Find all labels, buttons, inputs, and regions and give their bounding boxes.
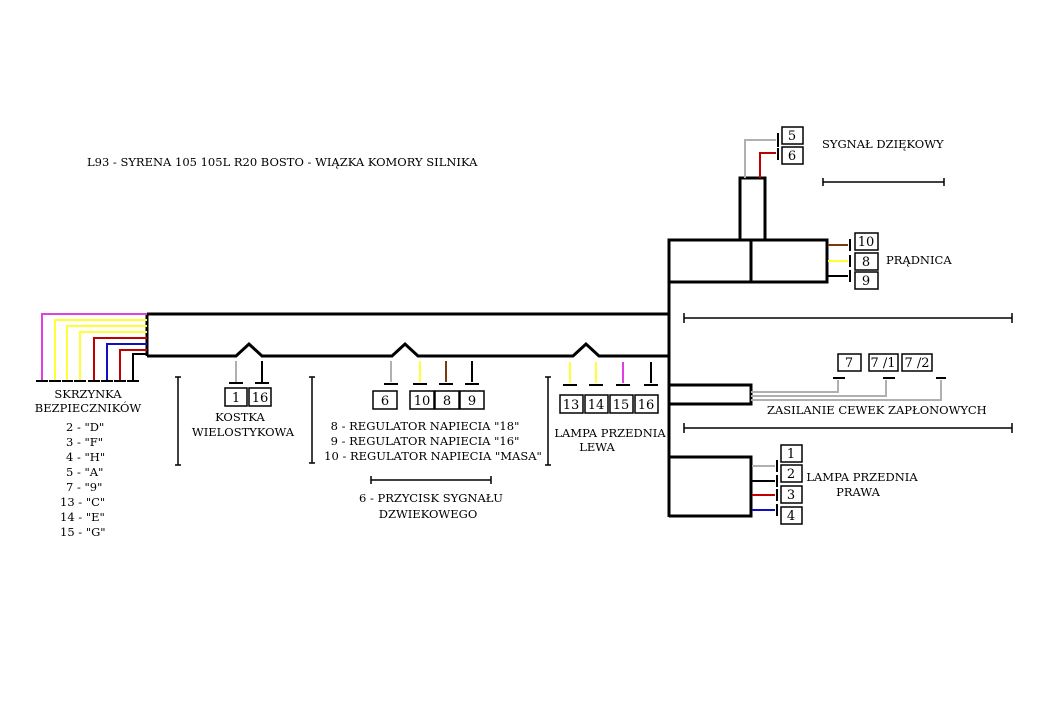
wire-yellow xyxy=(66,325,147,380)
lamp-left-label-1: LAMPA PRZEDNIA xyxy=(554,426,666,440)
legend-item: 14 - "E" xyxy=(60,510,105,524)
fusebox-legend: 2 - "D" 3 - "F" 4 - "H" 5 - "A" 7 - "9" … xyxy=(60,420,106,539)
pin-label: 4 xyxy=(787,509,795,524)
lamp-right-wires xyxy=(752,460,778,516)
legend-item: 7 - "9" xyxy=(66,480,102,494)
pin-label: 15 xyxy=(613,398,630,413)
lamp-left-connector: 13 14 15 16 xyxy=(559,394,659,414)
pin-label: 14 xyxy=(588,398,605,413)
pin-label: 8 xyxy=(862,255,870,270)
pin-label: 7 /1 xyxy=(870,356,895,371)
wire-yellow xyxy=(54,319,147,380)
regulator-connector: 6 10 8 9 xyxy=(372,390,485,410)
legend-item: 3 - "F" xyxy=(66,435,103,449)
wire-magenta xyxy=(41,313,147,380)
pin-label: 9 xyxy=(468,394,476,409)
pin-label: 2 xyxy=(787,467,795,482)
section-dividers xyxy=(175,178,1013,484)
signal-wires xyxy=(744,133,779,178)
legend-item: 2 - "D" xyxy=(66,420,104,434)
pin-label: 8 xyxy=(443,394,451,409)
kostka-wires xyxy=(229,361,269,384)
wire-blue xyxy=(106,343,147,380)
lamp-right-connector: 1 2 3 4 xyxy=(780,444,803,525)
kostka-label-1: KOSTKA xyxy=(215,410,265,424)
lamp-left-label-2: LEWA xyxy=(579,440,615,454)
pin-label: 7 xyxy=(845,356,853,371)
legend-item: 15 - "G" xyxy=(60,525,106,539)
pin-label: 1 xyxy=(787,447,795,462)
legend-item: 13 - "C" xyxy=(60,495,105,509)
signal-label: SYGNAŁ DZIĘKOWY xyxy=(822,137,944,151)
wire-black xyxy=(132,353,147,380)
pin-label: 3 xyxy=(787,488,795,503)
horn-button-label-1: 6 - PRZYCISK SYGNAŁU xyxy=(359,491,503,505)
legend-item: 5 - "A" xyxy=(66,465,103,479)
fusebox-wires xyxy=(41,313,147,380)
kostka-connector: 1 16 xyxy=(224,387,272,407)
ignition-wires xyxy=(751,377,946,401)
regulator-note: 8 - REGULATOR NAPIECIA "18" xyxy=(331,419,520,433)
lamp-right-label-1: LAMPA PRZEDNIA xyxy=(806,470,918,484)
pradnica-connector: 10 8 9 xyxy=(854,232,879,290)
regulator-note: 10 - REGULATOR NAPIECIA "MASA" xyxy=(324,449,542,463)
wire-red xyxy=(93,337,147,380)
ignition-label: ZASILANIE CEWEK ZAPŁONOWYCH xyxy=(767,403,987,417)
pin-label: 6 xyxy=(381,394,389,409)
ignition-connector: 7 7 /1 7 /2 xyxy=(837,353,933,372)
pin-label: 10 xyxy=(414,394,431,409)
pin-label: 6 xyxy=(788,149,796,164)
diagram-title: L93 - SYRENA 105 105L R20 BOSTO - WIĄZKA… xyxy=(87,155,478,169)
horn-button-label-2: DZWIEKOWEGO xyxy=(379,507,478,521)
lamp-right-label-2: PRAWA xyxy=(836,485,880,499)
pin-label: 7 /2 xyxy=(904,356,929,371)
pin-label: 5 xyxy=(788,129,796,144)
kostka-label-2: WIELOSTYKOWA xyxy=(192,425,295,439)
fusebox-label-1: SKRZYNKA xyxy=(54,387,122,401)
pin-label: 10 xyxy=(858,235,875,250)
regulator-note: 9 - REGULATOR NAPIECIA "16" xyxy=(331,434,520,448)
wire-red xyxy=(119,349,147,380)
pin-label: 1 xyxy=(232,391,240,406)
legend-item: 4 - "H" xyxy=(66,450,105,464)
fusebox-label-2: BEZPIECZNIKÓW xyxy=(35,401,142,415)
pin-label: 16 xyxy=(252,391,269,406)
wire-yellow xyxy=(79,331,147,380)
lamp-left-wires xyxy=(563,362,658,386)
pin-label: 9 xyxy=(862,274,870,289)
signal-connector: 5 6 xyxy=(781,126,804,165)
pradnica-wires xyxy=(828,239,851,282)
pin-label: 13 xyxy=(563,398,580,413)
regulator-wires xyxy=(384,361,479,385)
harness-body xyxy=(145,176,829,518)
pin-label: 16 xyxy=(638,398,655,413)
pradnica-label: PRĄDNICA xyxy=(886,253,952,267)
